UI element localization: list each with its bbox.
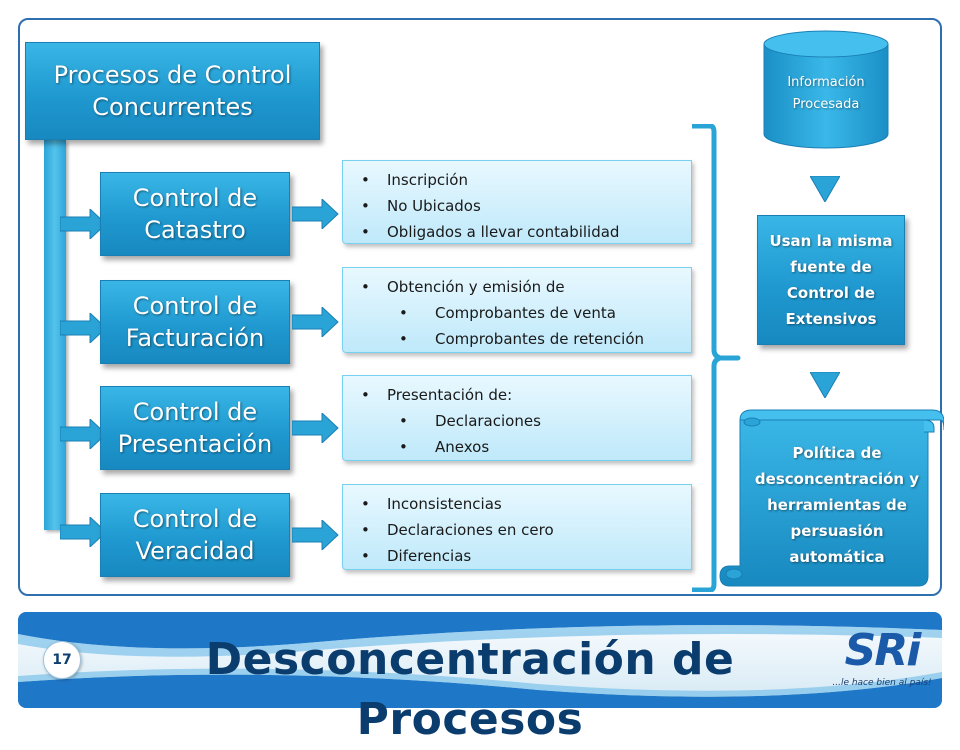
slide-title: Desconcentración de Procesos bbox=[205, 634, 735, 745]
page-number: 17 bbox=[43, 641, 81, 679]
list-box-facturacion: Obtención y emisión de Comprobantes de v… bbox=[342, 267, 692, 353]
down-arrow-icon bbox=[810, 372, 840, 398]
title-box-procesos: Procesos de Control Concurrentes bbox=[25, 42, 320, 140]
footer-banner bbox=[18, 612, 942, 708]
control-box-veracidad: Control de Veracidad bbox=[100, 493, 290, 577]
list-subitem: Comprobantes de venta bbox=[343, 300, 683, 326]
database-icon bbox=[763, 30, 889, 149]
list-item: Declaraciones en cero bbox=[343, 517, 683, 543]
control-box-facturacion: Control de Facturación bbox=[100, 280, 290, 364]
control-box-catastro: Control de Catastro bbox=[100, 172, 290, 256]
branch-arrow-presentacion bbox=[60, 419, 107, 449]
control-box-presentacion: Control de Presentación bbox=[100, 386, 290, 470]
shared-source-label: Usan la misma fuente de Control de Exten… bbox=[769, 232, 893, 328]
control-label: Control de Catastro bbox=[132, 184, 258, 244]
list-box-veracidad: Inconsistencias Declaraciones en cero Di… bbox=[342, 484, 692, 570]
arrow-right-catastro bbox=[292, 199, 339, 229]
list-item: Diferencias bbox=[343, 543, 683, 569]
control-label: Control de Veracidad bbox=[132, 505, 258, 565]
branch-arrow-facturacion bbox=[60, 313, 107, 343]
arrow-right-veracidad bbox=[292, 520, 339, 550]
list-subitem: Anexos bbox=[343, 434, 683, 460]
scroll-shape bbox=[719, 409, 944, 587]
arrow-right-facturacion bbox=[292, 307, 339, 337]
control-label: Control de Facturación bbox=[125, 292, 265, 352]
branch-arrow-catastro bbox=[60, 209, 107, 239]
grouping-bracket bbox=[692, 124, 741, 592]
footer-wave-decoration bbox=[18, 612, 942, 708]
list-box-catastro: Inscripción No Ubicados Obligados a llev… bbox=[342, 160, 692, 245]
control-label: Control de Presentación bbox=[117, 398, 273, 458]
list-item: Obligados a llevar contabilidad bbox=[343, 219, 683, 245]
arrow-right-presentacion bbox=[292, 413, 339, 443]
branch-arrow-veracidad bbox=[60, 517, 107, 547]
list-item: Presentación de: bbox=[343, 382, 683, 408]
list-item: No Ubicados bbox=[343, 193, 683, 219]
list-subitem: Comprobantes de retención bbox=[343, 326, 683, 352]
list-item: Obtención y emisión de bbox=[343, 274, 683, 300]
list-subitem: Declaraciones bbox=[343, 408, 683, 434]
title-box-label: Procesos de Control Concurrentes bbox=[53, 61, 292, 121]
list-item: Inscripción bbox=[343, 167, 683, 193]
database-label: Información Procesada bbox=[787, 75, 865, 112]
list-item: Inconsistencias bbox=[343, 491, 683, 517]
logo-slogan: ...le hace bien al país! bbox=[832, 678, 932, 688]
list-box-presentacion: Presentación de: Declaraciones Anexos bbox=[342, 375, 692, 461]
down-arrow-icon bbox=[810, 176, 840, 202]
sri-logo: SRi bbox=[844, 625, 922, 676]
policy-label: Política de desconcentración y herramien… bbox=[754, 444, 920, 566]
shared-source-box: Usan la misma fuente de Control de Exten… bbox=[757, 215, 905, 345]
